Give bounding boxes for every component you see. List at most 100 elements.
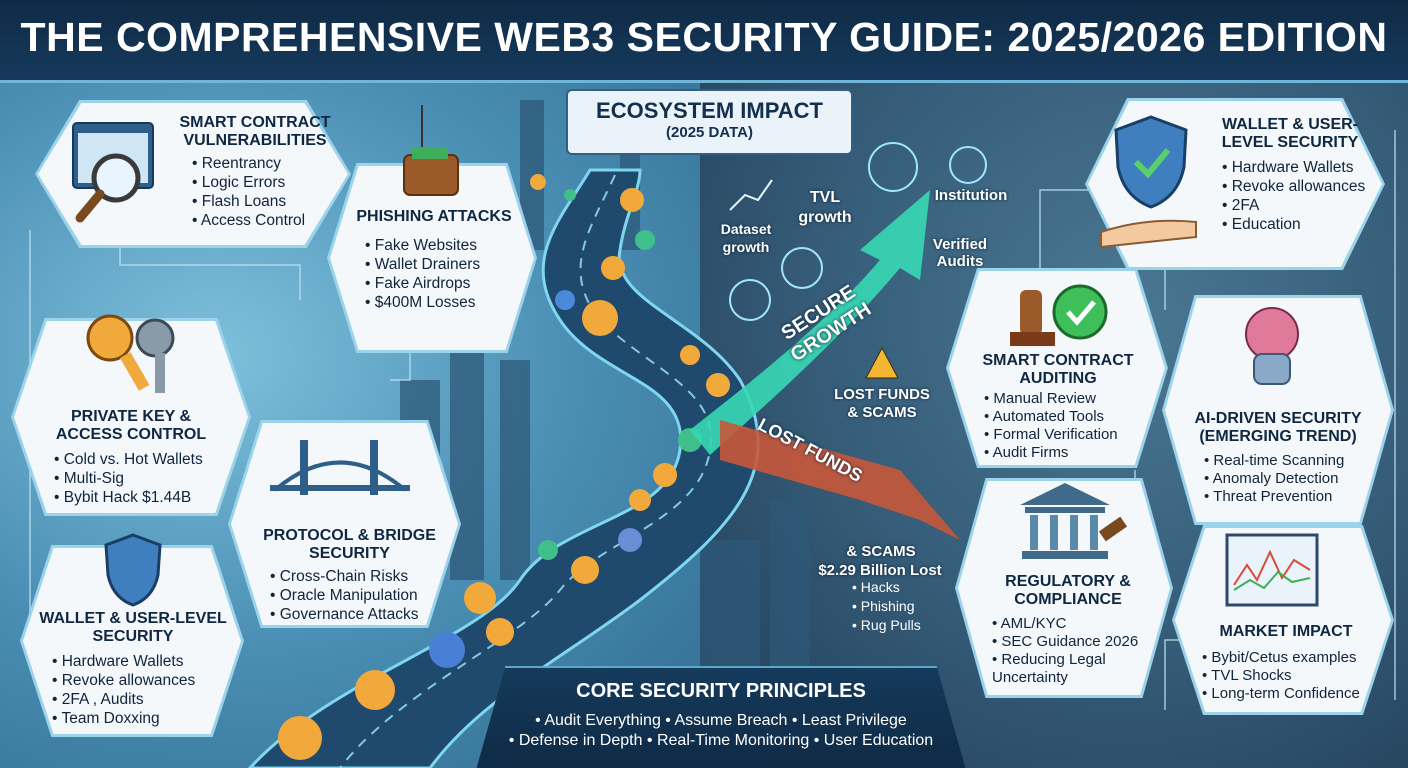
list-item: Bybit Hack $1.44B <box>54 488 222 507</box>
card-title: SMART CONTRACT AUDITING <box>982 352 1134 387</box>
loss-list: Hacks Phishing Rug Pulls <box>852 578 962 635</box>
wallet-hook-icon <box>392 105 492 209</box>
list-item: Access Control <box>192 211 340 230</box>
list-item: Multi-Sig <box>54 469 222 488</box>
list-item: Logic Errors <box>192 173 340 192</box>
wallet-left-text: WALLET & USER-LEVEL SECURITY Hardware Wa… <box>38 610 228 728</box>
list-item: Real-time Scanning <box>1204 452 1368 470</box>
list-item: Phishing <box>852 597 962 616</box>
auditing-text: SMART CONTRACT AUDITING Manual Review Au… <box>972 352 1144 462</box>
list-item: Hardware Wallets <box>52 652 228 671</box>
list-item: Oracle Manipulation <box>270 586 437 605</box>
secure-growth-arrow <box>690 190 930 455</box>
list-item: TVL Shocks <box>1202 667 1376 685</box>
card-title: WALLET & USER-LEVEL SECURITY <box>39 610 227 645</box>
ecosystem-impact-box: ECOSYSTEM IMPACT (2025 DATA) <box>566 89 853 155</box>
list-item: Fake Airdrops <box>365 274 513 293</box>
card-title: REGULATORY & COMPLIANCE <box>1005 573 1131 608</box>
list-item: Rug Pulls <box>852 616 962 635</box>
header-bar: THE COMPREHENSIVE WEB3 SECURITY GUIDE: 2… <box>0 0 1408 83</box>
keys-icon <box>80 308 190 402</box>
smart-contract-vulnerabilities-text: SMART CONTRACT VULNERABILITIES Reentranc… <box>170 114 340 230</box>
coins <box>278 174 730 760</box>
list-item: Threat Prevention <box>1204 488 1368 506</box>
core-principles-line-1: • Audit Everything • Assume Breach • Lea… <box>535 712 907 729</box>
warning-icon <box>865 346 899 379</box>
institution-label: Institution <box>934 187 1008 204</box>
list-item: Hardware Wallets <box>1222 158 1370 177</box>
card-title: WALLET & USER-LEVEL SECURITY <box>1221 116 1359 151</box>
billion-lost-label: $2.29 Billion Lost <box>818 562 942 579</box>
list-item: 2FA <box>1222 196 1370 215</box>
card-list: Hardware Wallets Revoke allowances 2FA E… <box>1222 158 1370 234</box>
list-item: Flash Loans <box>192 192 340 211</box>
bridge-icon <box>270 430 410 504</box>
ai-brain-icon <box>1232 302 1312 396</box>
list-item: Wallet Drainers <box>365 255 513 274</box>
list-item: Revoke allowances <box>52 671 228 690</box>
dataset-growth-label: Dataset growth <box>720 221 772 255</box>
card-title: PRIVATE KEY & ACCESS CONTROL <box>55 408 207 443</box>
list-item: Long-term Confidence <box>1202 685 1376 703</box>
card-title: AI-DRIVEN SECURITY (EMERGING TREND) <box>1194 410 1362 445</box>
list-item: Hacks <box>852 578 962 597</box>
core-principles-box: CORE SECURITY PRINCIPLES • Audit Everyth… <box>476 666 966 768</box>
list-item: Education <box>1222 215 1370 234</box>
private-key-text: PRIVATE KEY & ACCESS CONTROL Cold vs. Ho… <box>40 408 222 507</box>
list-item: Bybit/Cetus examples <box>1202 649 1376 667</box>
list-item: $400M Losses <box>365 293 513 312</box>
card-list: Fake Websites Wallet Drainers Fake Airdr… <box>365 236 513 312</box>
list-item: Team Doxxing <box>52 709 228 728</box>
impact-title: ECOSYSTEM IMPACT <box>596 98 823 123</box>
list-item: Automated Tools <box>984 408 1144 426</box>
scams-label: & SCAMS <box>846 543 916 560</box>
regulatory-text: REGULATORY & COMPLIANCE AML/KYC SEC Guid… <box>988 573 1148 687</box>
list-item: Reentrancy <box>192 154 340 173</box>
card-list: Manual Review Automated Tools Formal Ver… <box>984 390 1144 462</box>
core-principles-line-2: • Defense in Depth • Real-Time Monitorin… <box>508 732 934 749</box>
courthouse-gavel-icon <box>1010 475 1130 569</box>
card-list: Cold vs. Hot Wallets Multi-Sig Bybit Hac… <box>54 450 222 507</box>
card-list: AML/KYC SEC Guidance 2026 Reducing Legal… <box>992 615 1148 687</box>
verified-audits-label: Verified Audits <box>932 236 988 270</box>
list-item: Cross-Chain Risks <box>270 567 437 586</box>
card-list: Hacks Phishing Rug Pulls <box>852 578 962 635</box>
card-list: Real-time Scanning Anomaly Detection Thr… <box>1204 452 1368 506</box>
list-item: Anomaly Detection <box>1204 470 1368 488</box>
chart-monitor-icon <box>1222 530 1322 614</box>
impact-subtitle: (2025 DATA) <box>666 124 753 141</box>
list-item: Manual Review <box>984 390 1144 408</box>
list-item: Formal Verification <box>984 426 1144 444</box>
growth-icons <box>729 142 987 321</box>
shield-icon <box>98 530 168 614</box>
list-item: Cold vs. Hot Wallets <box>54 450 222 469</box>
list-item: AML/KYC <box>992 615 1148 633</box>
list-item: Fake Websites <box>365 236 513 255</box>
lost-funds-scams-label: LOST FUNDS & SCAMS <box>834 386 930 421</box>
card-list: Reentrancy Logic Errors Flash Loans Acce… <box>192 154 340 230</box>
card-title: PROTOCOL & BRIDGE SECURITY <box>263 527 436 562</box>
page-title: THE COMPREHENSIVE WEB3 SECURITY GUIDE: 2… <box>20 14 1388 60</box>
list-item: Revoke allowances <box>1222 177 1370 196</box>
protocol-bridge-text: PROTOCOL & BRIDGE SECURITY Cross-Chain R… <box>262 527 437 624</box>
lost-funds-arrow <box>720 420 960 540</box>
card-list: Hardware Wallets Revoke allowances 2FA ,… <box>52 652 228 728</box>
ai-security-text: AI-DRIVEN SECURITY (EMERGING TREND) Real… <box>1188 410 1368 506</box>
list-item: Reducing Legal Uncertainty <box>992 651 1132 687</box>
list-item: SEC Guidance 2026 <box>992 633 1148 651</box>
card-list: Cross-Chain Risks Oracle Manipulation Go… <box>270 567 437 624</box>
card-title: SMART CONTRACT VULNERABILITIES <box>179 114 331 149</box>
phishing-attacks-text: PHISHING ATTACKS Fake Websites Wallet Dr… <box>355 208 513 312</box>
blockchain-road <box>247 168 760 768</box>
audit-stamp-icon <box>1010 280 1120 354</box>
shield-hand-icon <box>1096 112 1206 256</box>
card-title: MARKET IMPACT <box>1219 623 1353 640</box>
list-item: 2FA , Audits <box>52 690 228 709</box>
core-title: CORE SECURITY PRINCIPLES <box>576 680 866 702</box>
card-list: Bybit/Cetus examples TVL Shocks Long-ter… <box>1202 649 1376 703</box>
market-impact-text: MARKET IMPACT Bybit/Cetus examples TVL S… <box>1196 623 1376 703</box>
card-title: PHISHING ATTACKS <box>356 208 512 225</box>
wallet-right-text: WALLET & USER-LEVEL SECURITY Hardware Wa… <box>1210 116 1370 234</box>
list-item: Audit Firms <box>984 444 1144 462</box>
